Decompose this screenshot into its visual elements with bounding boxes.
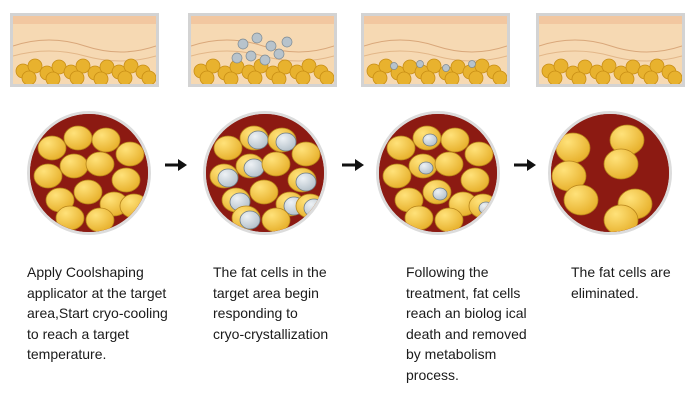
right-arrow-icon — [165, 159, 187, 171]
right-arrow-icon — [514, 159, 536, 171]
step-3-caption: Following the treatment, fat cells reach… — [406, 264, 527, 383]
skin-layer-panel-3 — [361, 13, 510, 87]
fat-cells-magnified-1 — [27, 111, 151, 235]
skin-layer-panel-2 — [188, 13, 337, 87]
step-4-caption: The fat cells are eliminated. — [571, 264, 671, 301]
step-1-caption: Apply Coolshaping applicator at the targ… — [27, 264, 168, 362]
right-arrow-icon — [342, 159, 364, 171]
skin-layer-panel-1 — [10, 13, 159, 87]
fat-cells-magnified-3 — [376, 111, 500, 235]
fat-cells-magnified-4 — [548, 111, 672, 235]
fat-cells-magnified-2 — [203, 111, 327, 235]
skin-layer-panel-4 — [536, 13, 685, 87]
step-2-caption: The fat cells in the target area begin r… — [213, 264, 329, 342]
